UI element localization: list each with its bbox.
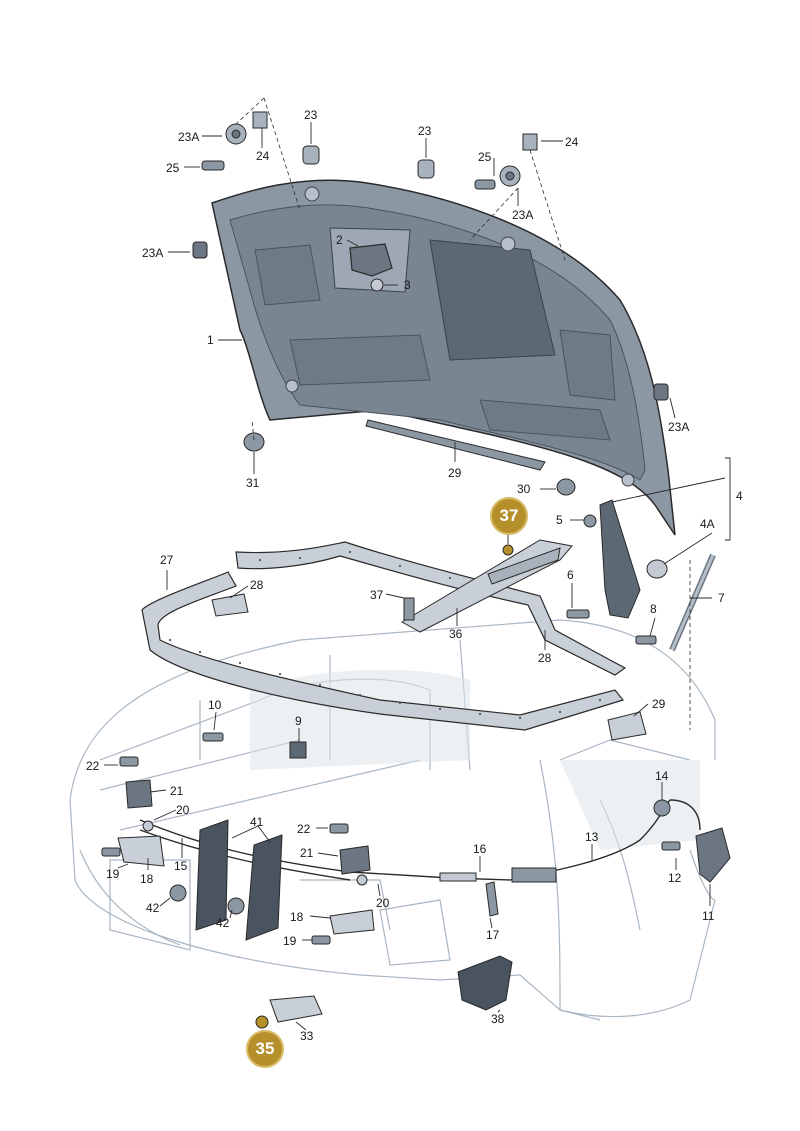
callout-20-left: 20 [176, 803, 190, 817]
callout-20-right: 20 [376, 896, 390, 910]
callout-18-left: 18 [140, 872, 154, 886]
guide-lines [235, 97, 691, 730]
callout-30-label: 28 [250, 578, 264, 592]
highlight-badge-37: 37 [490, 497, 528, 535]
lower-lock-parts [101, 756, 375, 945]
callout-5: 5 [556, 513, 563, 527]
callout-23A-right-final: 23A [668, 420, 690, 434]
support-plate [400, 539, 573, 633]
callout-18-right: 18 [290, 910, 304, 924]
callout-19-right: 19 [283, 934, 297, 948]
callout-25-left: 24 [256, 149, 270, 163]
callout-42-right: 42 [216, 916, 230, 930]
callout-14: 14 [655, 769, 669, 783]
callout-11: 11 [702, 909, 715, 923]
callout-12: 12 [668, 871, 682, 885]
callout-17: 17 [486, 928, 500, 942]
callout-4A: 4A [700, 517, 715, 531]
highlight-badge-35: 35 [246, 1030, 284, 1068]
cable-parts [439, 799, 731, 883]
callout-6: 6 [567, 568, 574, 582]
callout-26-left: 25 [166, 161, 180, 175]
callout-7: 7 [718, 591, 725, 605]
callout-33: 31 [246, 476, 260, 490]
callout-41: 41 [250, 815, 264, 829]
callout-23-right: 23 [418, 124, 432, 138]
callout-21-right: 21 [300, 846, 314, 860]
body-seals [141, 541, 627, 731]
callout-25-right: 24 [565, 135, 579, 149]
misc-brackets [255, 881, 513, 1029]
leader-lines [104, 122, 731, 1041]
callout-32: 30 [517, 482, 531, 496]
callout-15: 15 [174, 859, 188, 873]
callout-21-left: 21 [170, 784, 184, 798]
callout-3: 3 [404, 278, 411, 292]
callout-29-final: 29 [652, 697, 666, 711]
hinge-fasteners [192, 111, 669, 496]
callout-4: 4 [736, 489, 743, 503]
callout-13: 13 [585, 830, 599, 844]
callout-8: 8 [650, 602, 657, 616]
callout-24-left: 23A [178, 130, 200, 144]
callout-1: 1 [207, 333, 214, 347]
callout-9: 9 [295, 714, 302, 728]
callout-16: 16 [473, 842, 487, 856]
callout-42-left: 42 [146, 901, 160, 915]
callout-39: 38 [491, 1012, 505, 1026]
callout-22-right: 22 [297, 822, 311, 836]
callout-28-final: 28 [538, 651, 552, 665]
callout-31: 29 [448, 466, 462, 480]
callout-34-label: 33 [300, 1029, 314, 1043]
callout-22-left: 22 [86, 759, 100, 773]
hood-lock-part [349, 243, 393, 292]
hinge-and-strut [566, 499, 716, 652]
hood-panel [211, 179, 676, 536]
callout-23-left: 23 [304, 108, 318, 122]
callout-26-right: 25 [478, 150, 492, 164]
callout-23A-left-final: 23A [142, 246, 164, 260]
callout-38: 37 [370, 588, 384, 602]
callout-2: 2 [336, 233, 343, 247]
body-brackets [202, 593, 647, 759]
callout-10: 10 [208, 698, 222, 712]
callout-36: 36 [449, 627, 463, 641]
callout-19-left: 19 [106, 867, 120, 881]
callout-27: 27 [160, 553, 174, 567]
callout-24-right: 23A [512, 208, 534, 222]
hood-seal-strip [365, 419, 546, 471]
